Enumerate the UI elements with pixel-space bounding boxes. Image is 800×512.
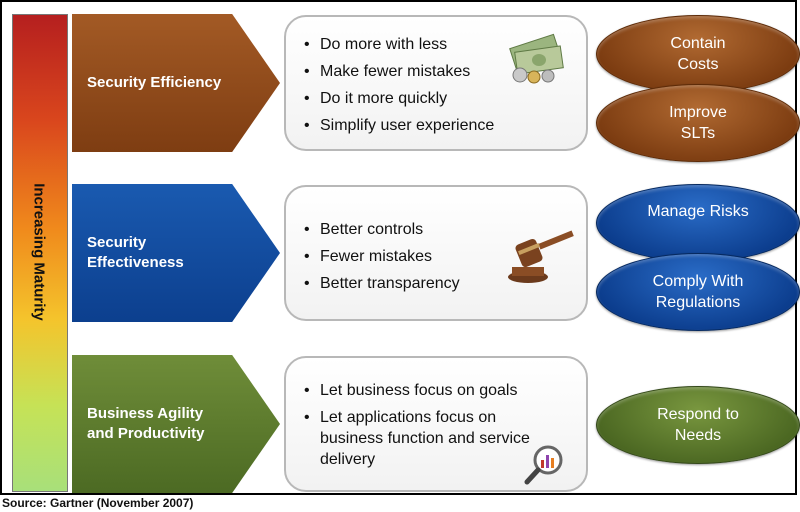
source-caption: Source: Gartner (November 2007) bbox=[2, 496, 194, 510]
bullet-item: Make fewer mistakes bbox=[304, 58, 494, 85]
outcome-label: Manage Risks bbox=[647, 202, 749, 220]
maturity-label: Increasing Maturity bbox=[30, 183, 48, 321]
outcome-label: Improve SLTs bbox=[669, 104, 727, 142]
arrow-label: Business Agility and Productivity bbox=[87, 405, 205, 442]
bullet-box-efficiency: Do more with less Make fewer mistakes Do… bbox=[284, 15, 588, 151]
arrow-security-effectiveness: Security Effectiveness bbox=[72, 184, 280, 322]
outcome-manage-risks: Manage Risks bbox=[596, 184, 800, 262]
money-icon bbox=[509, 33, 564, 84]
bullet-box-agility: Let business focus on goals Let applicat… bbox=[284, 356, 588, 492]
arrow-label: Security Effectiveness bbox=[87, 234, 184, 271]
arrow-label: Security Efficiency bbox=[87, 74, 222, 91]
bullet-item: Better controls bbox=[304, 216, 460, 243]
bullet-item: Do it more quickly bbox=[304, 85, 494, 112]
bullet-item: Better transparency bbox=[304, 270, 460, 297]
gavel-icon bbox=[508, 230, 574, 283]
bullet-list: Do more with less Make fewer mistakes Do… bbox=[304, 31, 494, 139]
bullet-item: Fewer mistakes bbox=[304, 243, 460, 270]
arrow-security-efficiency: Security Efficiency bbox=[72, 14, 280, 152]
outcome-respond-to-needs: Respond to Needs bbox=[596, 386, 800, 464]
outcome-label: Contain Costs bbox=[670, 35, 726, 73]
outcome-comply-with-regulations: Comply With Regulations bbox=[596, 253, 800, 331]
bullet-list: Let business focus on goals Let applicat… bbox=[304, 380, 554, 476]
bullet-item: Let applications focus on business funct… bbox=[304, 407, 554, 470]
bullet-item: Simplify user experience bbox=[304, 112, 494, 139]
maturity-gradient-bar bbox=[12, 14, 68, 492]
bullet-box-effectiveness: Better controls Fewer mistakes Better tr… bbox=[284, 185, 588, 321]
outcome-contain-costs: Contain Costs bbox=[596, 15, 800, 93]
magnifier-chart-icon bbox=[524, 445, 563, 485]
outcome-label: Comply With Regulations bbox=[652, 273, 744, 311]
bullet-item: Let business focus on goals bbox=[304, 380, 554, 401]
outcome-label: Respond to Needs bbox=[657, 406, 739, 444]
bullet-item: Do more with less bbox=[304, 31, 494, 58]
bullet-list: Better controls Fewer mistakes Better tr… bbox=[304, 216, 460, 297]
outcome-improve-slts: Improve SLTs bbox=[596, 84, 800, 162]
arrow-business-agility: Business Agility and Productivity bbox=[72, 355, 280, 493]
